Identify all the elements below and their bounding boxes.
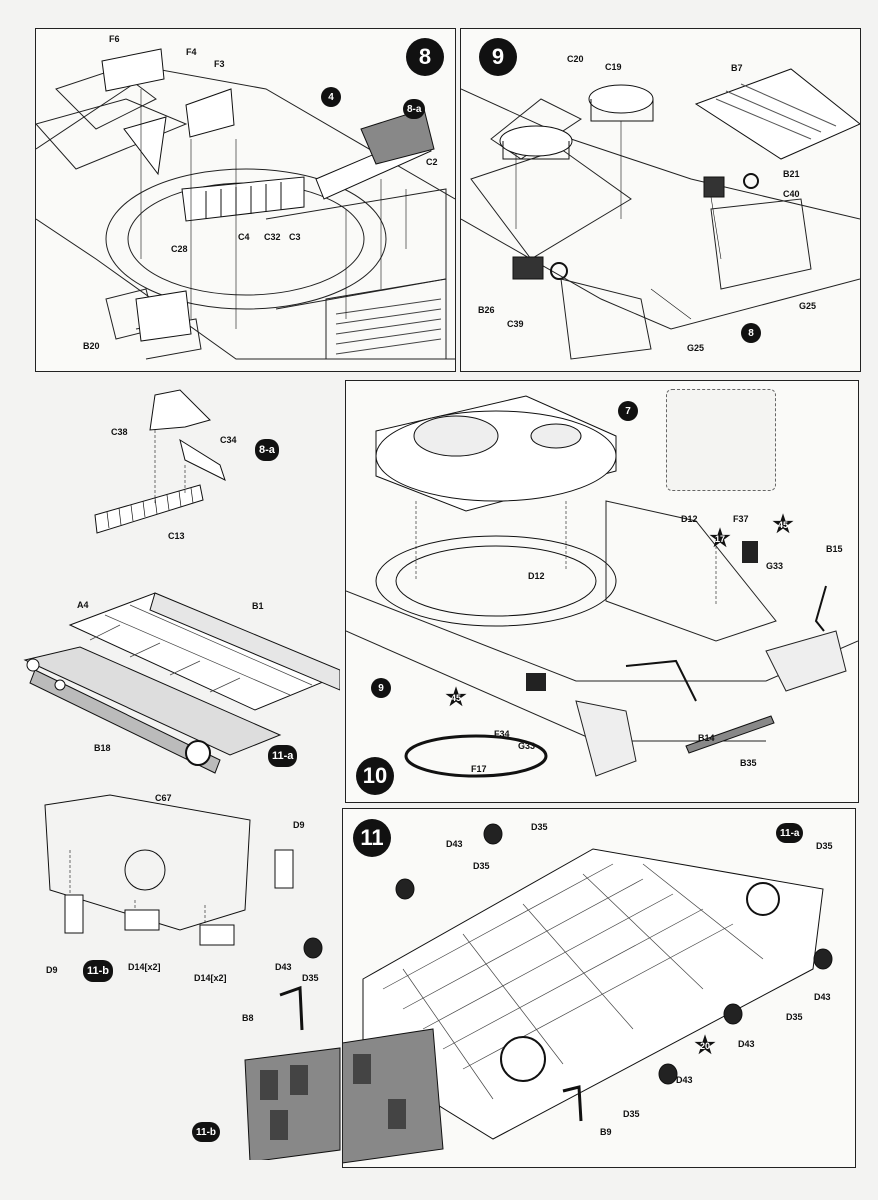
- part-label-d14-left: D14[x2]: [128, 962, 161, 972]
- part-label-g33-right: G33: [766, 561, 784, 571]
- part-label-c19: C19: [605, 62, 622, 72]
- part-label-f37: F37: [733, 514, 749, 524]
- part-label-d35-lower: D35: [623, 1109, 640, 1119]
- part-label-f6: F6: [109, 34, 120, 44]
- part-label-d43-outer-left: D43: [275, 962, 292, 972]
- part-label-c67: C67: [155, 793, 172, 803]
- part-label-b18: B18: [94, 743, 111, 753]
- part-label-d35-upper-right: D35: [816, 841, 833, 851]
- part-label-c20: C20: [567, 54, 584, 64]
- star-badge-17-label: 17: [714, 534, 725, 544]
- part-label-c34: C34: [220, 435, 237, 445]
- part-label-c39: C39: [507, 319, 524, 329]
- step-10-panel: 10 7 F37 45 D12 17 B15 G33 D12 9 45 F34 …: [345, 380, 859, 803]
- part-label-d35-right: D35: [786, 1012, 803, 1022]
- part-label-d9-left: D9: [46, 965, 58, 975]
- step-10-drawing: [346, 395, 858, 778]
- part-label-d43-top: D43: [446, 839, 463, 849]
- step-11-badge: 11: [353, 819, 391, 857]
- part-label-d14-right: D14[x2]: [194, 973, 227, 983]
- part-label-b26: B26: [478, 305, 495, 315]
- step-8-panel: 8 F6 F4 F3 4 8-a C2 C4 C32 C3 C28 B20: [35, 28, 456, 372]
- part-label-c3: C3: [289, 232, 301, 242]
- part-label-d9-right: D9: [293, 820, 305, 830]
- step-11b-drawing: [44, 794, 294, 946]
- part-label-g25-right: G25: [799, 301, 817, 311]
- part-label-b9: B9: [600, 1127, 612, 1137]
- star-badge-45-left: 45: [444, 687, 468, 709]
- part-label-d35-outer-left: D35: [302, 973, 319, 983]
- part-label-a4: A4: [77, 600, 89, 610]
- step-9-panel: 9 C20 C19 B7 B21 C40 G25 B26 C39 G25 8: [460, 28, 861, 372]
- part-label-f3: F3: [214, 59, 225, 69]
- step-11-panel: 11 D35 D43 D35 11-a D35 D43 D35 D43 D35 …: [342, 808, 856, 1168]
- part-label-b20: B20: [83, 341, 100, 351]
- star-badge-20-label: 20: [699, 1041, 710, 1051]
- star-badge-45-top: 45: [771, 514, 795, 536]
- part-label-c40: C40: [783, 189, 800, 199]
- ref-badge-11a: 11-a: [776, 823, 804, 843]
- step-9-badge: 9: [479, 38, 517, 76]
- part-label-b14: B14: [698, 733, 715, 743]
- step-8a-area: C38 C34 C13 8-a: [85, 385, 315, 555]
- part-label-c32: C32: [264, 232, 281, 242]
- part-label-b15: B15: [826, 544, 843, 554]
- step-11-drawing: [343, 823, 833, 1164]
- step-8-badge: 8: [406, 38, 444, 76]
- part-label-g33-left: G33: [518, 741, 536, 751]
- ref-badge-9: 9: [371, 678, 391, 698]
- star-badge-45-top-label: 45: [777, 520, 788, 530]
- step-10-badge: 10: [356, 757, 394, 795]
- part-label-c4: C4: [238, 232, 250, 242]
- part-label-d43-mid: D43: [738, 1039, 755, 1049]
- step-8a-badge: 8-a: [255, 439, 279, 461]
- step-9-drawing: [461, 68, 860, 360]
- step-11-outer-drawing: [244, 937, 341, 1160]
- part-label-b8-outer: B8: [242, 1013, 254, 1023]
- star-badge-45-left-label: 45: [450, 693, 461, 703]
- step-11b-badge: 11-b: [83, 960, 114, 982]
- part-label-b1: B1: [252, 601, 264, 611]
- part-label-d35-upper-left: D35: [473, 861, 490, 871]
- ref-badge-8: 8: [741, 323, 761, 343]
- part-label-c13: C13: [168, 531, 185, 541]
- step-11a-area: A4 B1 B18 11-a: [20, 585, 340, 785]
- part-label-g25-bottom: G25: [687, 343, 705, 353]
- step-8-drawing: [36, 48, 455, 360]
- step-11b-area: C67 D9 D9 D14[x2] D14[x2] 11-b: [30, 790, 340, 990]
- part-label-f17: F17: [471, 764, 487, 774]
- part-label-d35-top: D35: [531, 822, 548, 832]
- step-11a-drawing: [23, 592, 340, 774]
- step-10-detail-inset: [666, 389, 776, 491]
- step-8a-drawing: [94, 389, 226, 534]
- step-11a-badge: 11-a: [268, 745, 298, 767]
- part-label-c2: C2: [426, 157, 438, 167]
- ref-badge-7: 7: [618, 401, 638, 421]
- part-label-c38: C38: [111, 427, 128, 437]
- star-badge-20: 20: [693, 1035, 717, 1057]
- star-badge-17: 17: [708, 528, 732, 550]
- part-label-d12-left: D12: [528, 571, 545, 581]
- ref-badge-11b-outer: 11-b: [192, 1122, 221, 1142]
- part-label-f4: F4: [186, 47, 197, 57]
- part-label-b7: B7: [731, 63, 743, 73]
- part-label-d43-lower: D43: [676, 1075, 693, 1085]
- ref-badge-4: 4: [321, 87, 341, 107]
- part-label-b21: B21: [783, 169, 800, 179]
- part-label-d12-right: D12: [681, 514, 698, 524]
- part-label-d43-right: D43: [814, 992, 831, 1002]
- part-label-c28: C28: [171, 244, 188, 254]
- step-11-outer-left: D43 D35 B8 11-b: [190, 900, 342, 1160]
- part-label-f34: F34: [494, 729, 510, 739]
- ref-badge-8a: 8-a: [403, 99, 426, 119]
- part-label-b35: B35: [740, 758, 757, 768]
